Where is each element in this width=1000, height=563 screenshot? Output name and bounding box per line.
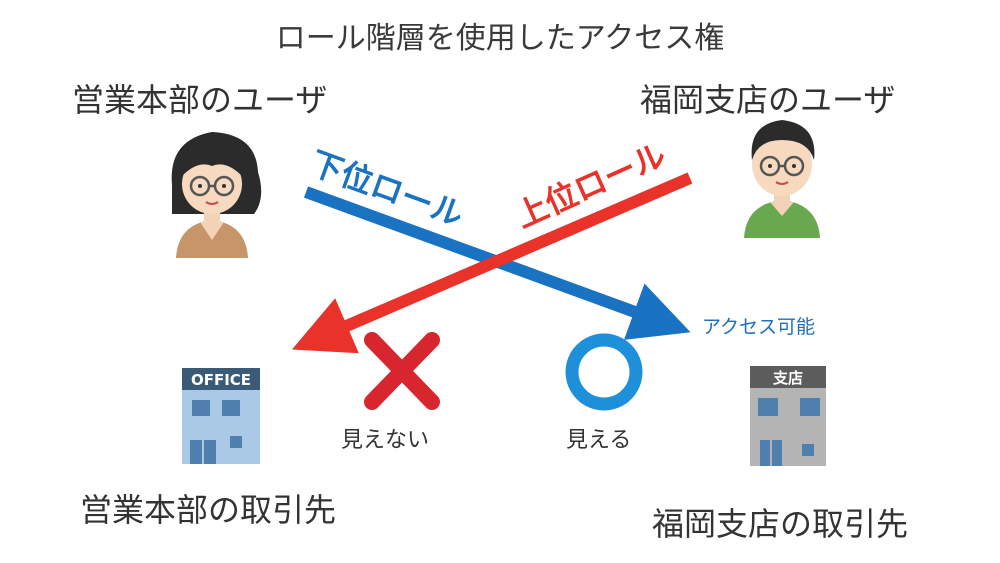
not-visible-label: 見えない bbox=[341, 428, 430, 453]
upper-role-arrow bbox=[291, 172, 693, 354]
branch-office-building-icon: 支店 bbox=[750, 366, 826, 466]
hq-user-label: 営業本部のユーザ bbox=[72, 81, 328, 119]
visible-label: 見える bbox=[566, 428, 632, 453]
branch-user-label: 福岡支店のユーザ bbox=[640, 81, 896, 119]
diagram-title: ロール階層を使用したアクセス権 bbox=[275, 21, 725, 56]
branch-office-sign: 支店 bbox=[772, 369, 803, 387]
access-allowed-label: アクセス可能 bbox=[702, 316, 816, 338]
hq-accounts-label: 営業本部の取引先 bbox=[80, 491, 337, 529]
branch-accounts-label: 福岡支店の取引先 bbox=[652, 505, 909, 543]
lower-role-arrow bbox=[303, 186, 691, 340]
cross-mark-icon bbox=[364, 332, 440, 410]
hq-office-building-icon: OFFICE bbox=[182, 368, 260, 464]
circle-mark-icon bbox=[565, 333, 643, 411]
hq-user-avatar bbox=[171, 132, 262, 258]
hq-office-sign: OFFICE bbox=[191, 371, 251, 389]
branch-user-avatar bbox=[744, 120, 820, 238]
